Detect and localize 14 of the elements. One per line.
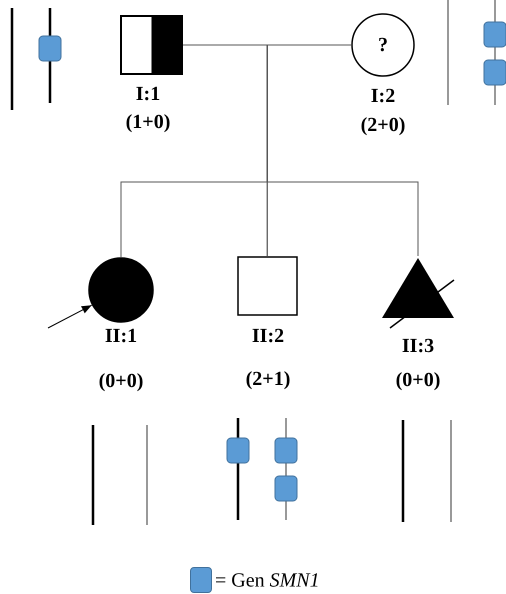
gene-copy-count: (0+0) <box>396 368 440 392</box>
question-mark: ? <box>378 33 388 57</box>
descent-line <box>266 44 418 256</box>
proband-arrow <box>48 304 92 328</box>
individual-id: I:2 <box>370 84 396 108</box>
individual-id: II:3 <box>402 334 434 358</box>
gene-copy-count: (2+0) <box>360 113 406 137</box>
individual-id: II:1 <box>104 324 138 348</box>
legend-text: = Gen SMN1 <box>215 569 320 592</box>
individual-id: II:2 <box>252 324 284 348</box>
gene-copy-count: (1+0) <box>126 110 170 134</box>
individual-id: I:1 <box>136 82 160 106</box>
gene-copy-count: (0+0) <box>98 369 144 393</box>
gene-copy-count: (2+1) <box>246 367 290 391</box>
